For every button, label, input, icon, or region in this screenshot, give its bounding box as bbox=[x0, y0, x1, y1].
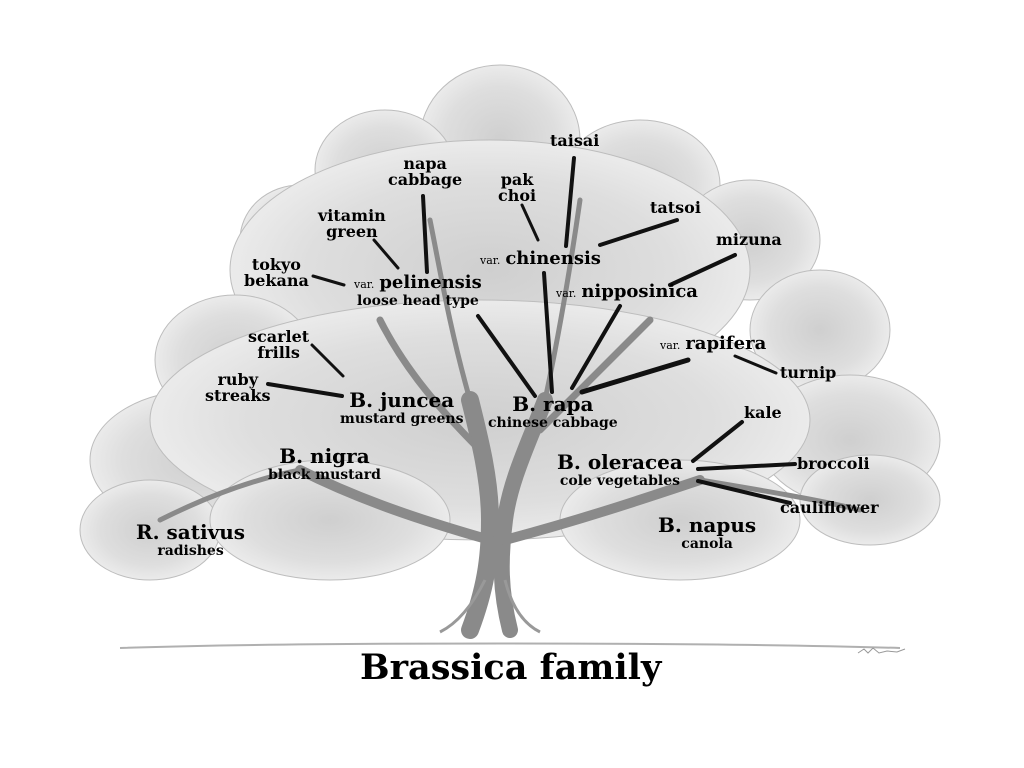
nipposinica-name: nipposinica bbox=[581, 281, 698, 302]
label-var-chinensis: var. chinensis bbox=[480, 250, 601, 268]
var-prefix-pelinensis: var. bbox=[354, 278, 375, 291]
var-prefix-chinensis: var. bbox=[480, 254, 501, 267]
label-cauliflower: cauliflower bbox=[780, 500, 879, 516]
label-taisai: taisai bbox=[550, 133, 599, 149]
chinensis-name: chinensis bbox=[505, 248, 601, 269]
cauliflower-text: cauliflower bbox=[780, 498, 879, 517]
artist-signature bbox=[857, 647, 906, 654]
napa-line2: cabbage bbox=[388, 170, 463, 189]
rapa-common: chinese cabbage bbox=[488, 415, 618, 431]
var-prefix-nipposinica: var. bbox=[556, 287, 577, 300]
pak-line1: pak bbox=[500, 170, 534, 189]
label-turnip: turnip bbox=[780, 365, 836, 381]
sativus-name: R. sativus bbox=[136, 520, 246, 544]
ruby-line1: ruby bbox=[217, 370, 258, 389]
pak-line2: choi bbox=[498, 186, 537, 205]
kale-text: kale bbox=[744, 403, 782, 422]
label-var-pelinensis: var. pelinensis loose head type bbox=[354, 272, 482, 309]
ruby-line2: streaks bbox=[205, 386, 271, 405]
juncea-common: mustard greens bbox=[340, 411, 464, 427]
label-b-rapa: B. rapa chinese cabbage bbox=[488, 394, 618, 430]
scarlet-line1: scarlet bbox=[248, 327, 310, 346]
sativus-common: radishes bbox=[157, 543, 224, 559]
connector-lines bbox=[266, 156, 797, 505]
label-b-oleracea: B. oleracea cole vegetables bbox=[557, 452, 683, 488]
label-napa-cabbage: napa cabbage bbox=[388, 156, 462, 188]
label-ruby-streaks: ruby streaks bbox=[205, 372, 270, 404]
label-broccoli: broccoli bbox=[797, 456, 870, 472]
diagram-title: Brassica family bbox=[360, 647, 662, 688]
vitamin-line1: vitamin bbox=[318, 206, 386, 225]
scarlet-line2: frills bbox=[257, 343, 300, 362]
rapifera-name: rapifera bbox=[685, 333, 767, 354]
label-b-napus: B. napus canola bbox=[658, 515, 756, 551]
label-var-nipposinica: var. nipposinica bbox=[556, 283, 698, 301]
napus-common: canola bbox=[681, 536, 733, 552]
rapa-name: B. rapa bbox=[512, 392, 594, 416]
nigra-common: black mustard bbox=[268, 467, 381, 483]
broccoli-text: broccoli bbox=[797, 454, 870, 473]
juncea-name: B. juncea bbox=[349, 388, 455, 412]
tokyo-line2: bekana bbox=[244, 271, 309, 290]
label-pak-choi: pak choi bbox=[498, 172, 536, 204]
label-var-rapifera: var. rapifera bbox=[660, 335, 766, 353]
label-kale: kale bbox=[744, 405, 782, 421]
label-tatsoi: tatsoi bbox=[650, 200, 701, 216]
napus-name: B. napus bbox=[658, 513, 757, 537]
tree-trunk bbox=[157, 197, 863, 639]
oleracea-common: cole vegetables bbox=[559, 473, 680, 489]
var-prefix-rapifera: var. bbox=[660, 339, 681, 352]
pelinensis-name: pelinensis bbox=[379, 272, 482, 293]
taisai-text: taisai bbox=[550, 131, 600, 150]
nigra-name: B. nigra bbox=[279, 444, 370, 468]
pelinensis-common: loose head type bbox=[357, 293, 479, 309]
label-mizuna: mizuna bbox=[716, 232, 782, 248]
vitamin-line2: green bbox=[326, 222, 378, 241]
label-tokyo-bekana: tokyo bekana bbox=[244, 257, 309, 289]
label-scarlet-frills: scarlet frills bbox=[248, 329, 309, 361]
napa-line1: napa bbox=[403, 154, 447, 173]
tokyo-line1: tokyo bbox=[251, 255, 301, 274]
tatsoi-text: tatsoi bbox=[650, 198, 701, 217]
label-vitamin-green: vitamin green bbox=[318, 208, 386, 240]
oleracea-name: B. oleracea bbox=[557, 450, 683, 474]
label-b-nigra: B. nigra black mustard bbox=[268, 446, 381, 482]
turnip-text: turnip bbox=[780, 363, 837, 382]
label-b-juncea: B. juncea mustard greens bbox=[340, 390, 464, 426]
label-r-sativus: R. sativus radishes bbox=[136, 522, 245, 558]
mizuna-text: mizuna bbox=[716, 230, 782, 249]
